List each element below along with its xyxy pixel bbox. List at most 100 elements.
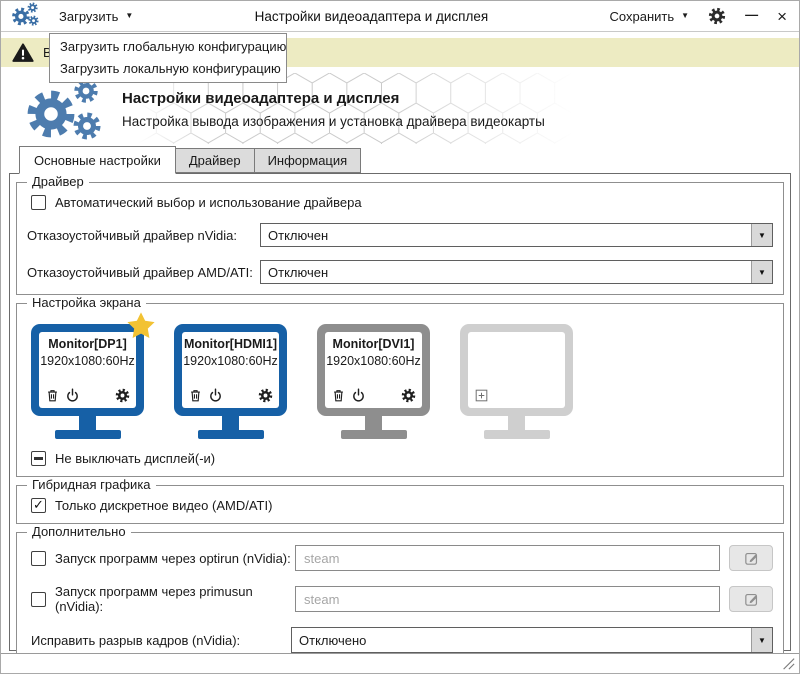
- monitor-stand: [508, 416, 525, 430]
- gears-logo-icon: [25, 78, 107, 142]
- primusun-label: Запуск программ через primusun (nVidia):: [55, 584, 253, 614]
- monitor-screen: Monitor[DP1] 1920x1080:60Hz: [39, 332, 136, 408]
- monitor-frame: Monitor[DP1] 1920x1080:60Hz: [31, 324, 144, 416]
- window-title: Настройки видеоадаптера и дисплея: [254, 8, 489, 24]
- tearing-fix-value: Отключено: [299, 632, 367, 648]
- monitor-mode: 1920x1080:60Hz: [40, 354, 135, 368]
- primary-star-icon: [125, 310, 157, 342]
- discrete-only-row[interactable]: Только дискретное видео (AMD/ATI): [31, 498, 773, 513]
- nvidia-failsafe-select[interactable]: Отключен ▼: [260, 223, 773, 247]
- tearing-fix-label: Исправить разрыв кадров (nVidia):: [31, 632, 241, 648]
- power-monitor-icon[interactable]: [208, 388, 223, 403]
- minimize-button[interactable]: —: [745, 6, 759, 22]
- menu-item-load-local-config[interactable]: Загрузить локальную конфигурацию: [60, 61, 281, 76]
- amd-failsafe-row: Отказоустойчивый драйвер AMD/ATI: Отключ…: [27, 260, 773, 284]
- close-button[interactable]: ×: [777, 6, 787, 26]
- group-driver: Драйвер Автоматический выбор и использов…: [16, 174, 784, 295]
- optirun-label: Запуск программ через optirun (nVidia):: [55, 550, 291, 566]
- monitor-settings-gear-icon[interactable]: [115, 388, 130, 403]
- group-screen-setup: Настройка экрана Monitor[DP1] 1920x1080:…: [16, 295, 784, 477]
- save-menu-label: Сохранить: [609, 8, 675, 24]
- title-bar: Загрузить ▼ Настройки видеоадаптера и ди…: [1, 1, 799, 32]
- primusun-checkbox-row[interactable]: Запуск программ через primusun (nVidia):: [31, 584, 295, 614]
- monitor-mode: 1920x1080:60Hz: [183, 354, 278, 368]
- warning-triangle-icon: [12, 42, 34, 64]
- monitor-name: Monitor[DVI1]: [332, 337, 415, 351]
- monitor-name: Monitor[DP1]: [48, 337, 127, 351]
- delete-monitor-icon[interactable]: [331, 388, 346, 403]
- delete-monitor-icon[interactable]: [188, 388, 203, 403]
- resize-grip-icon[interactable]: [781, 656, 795, 670]
- load-menu-label: Загрузить: [59, 8, 119, 24]
- monitor-frame: [460, 324, 573, 416]
- group-driver-title: Драйвер: [27, 174, 89, 189]
- monitor-dvi1[interactable]: Monitor[DVI1] 1920x1080:60Hz: [317, 324, 430, 439]
- monitor-name: Monitor[HDMI1]: [183, 337, 278, 351]
- monitor-stand: [365, 416, 382, 430]
- hexagon-fade-overlay: [139, 73, 591, 144]
- monitor-dp1[interactable]: Monitor[DP1] 1920x1080:60Hz: [31, 324, 144, 439]
- primusun-command-input[interactable]: [295, 586, 720, 612]
- power-monitor-icon[interactable]: [65, 388, 80, 403]
- app-gears-icon: [11, 2, 43, 30]
- page-header: Настройки видеоадаптера и дисплея Настро…: [1, 73, 799, 146]
- primusun-checkbox[interactable]: [31, 591, 46, 607]
- group-hybrid-title: Гибридная графика: [27, 477, 156, 492]
- discrete-only-label: Только дискретное видео (AMD/ATI): [55, 498, 273, 513]
- page-subtitle: Настройка вывода изображения и установка…: [122, 114, 545, 129]
- monitor-empty-slot[interactable]: [460, 324, 573, 439]
- monitor-actions: [474, 388, 559, 403]
- power-monitor-icon[interactable]: [351, 388, 366, 403]
- primusun-edit-button[interactable]: [729, 586, 773, 612]
- monitor-screen: Monitor[DVI1] 1920x1080:60Hz: [325, 332, 422, 408]
- monitor-stand: [79, 416, 96, 430]
- group-extra-title: Дополнительно: [27, 524, 131, 539]
- menu-item-load-global-config[interactable]: Загрузить глобальную конфигурацию: [60, 39, 287, 54]
- monitor-frame: Monitor[DVI1] 1920x1080:60Hz: [317, 324, 430, 416]
- discrete-only-checkbox[interactable]: [31, 498, 46, 513]
- status-bar: [1, 653, 799, 673]
- auto-driver-checkbox-row[interactable]: Автоматический выбор и использование дра…: [31, 195, 773, 210]
- optirun-row: Запуск программ через optirun (nVidia):: [27, 545, 773, 571]
- amd-failsafe-value: Отключен: [268, 264, 329, 280]
- monitor-screen: [468, 332, 565, 408]
- optirun-edit-button[interactable]: [729, 545, 773, 571]
- nvidia-failsafe-row: Отказоустойчивый драйвер nVidia: Отключе…: [27, 223, 773, 247]
- optirun-command-input[interactable]: [295, 545, 720, 571]
- tearing-fix-row: Исправить разрыв кадров (nVidia): Отключ…: [27, 627, 773, 653]
- optirun-checkbox-row[interactable]: Запуск программ через optirun (nVidia):: [31, 550, 295, 566]
- monitor-hdmi1[interactable]: Monitor[HDMI1] 1920x1080:60Hz: [174, 324, 287, 439]
- chevron-down-icon: ▼: [125, 11, 134, 20]
- monitor-settings-gear-icon[interactable]: [258, 388, 273, 403]
- header-text-block: Настройки видеоадаптера и дисплея Настро…: [122, 90, 545, 129]
- keep-display-on-row[interactable]: Не выключать дисплей(-и): [31, 451, 773, 466]
- amd-failsafe-select[interactable]: Отключен ▼: [260, 260, 773, 284]
- auto-driver-checkbox[interactable]: [31, 195, 46, 210]
- monitor-settings-gear-icon[interactable]: [401, 388, 416, 403]
- dropdown-arrow-icon[interactable]: ▼: [751, 261, 772, 283]
- tearing-fix-select[interactable]: Отключено ▼: [291, 627, 773, 653]
- add-monitor-icon[interactable]: [474, 388, 489, 403]
- monitor-stand: [222, 416, 239, 430]
- delete-monitor-icon[interactable]: [45, 388, 60, 403]
- tab-driver[interactable]: Драйвер: [174, 148, 255, 173]
- group-extra: Дополнительно Запуск программ через opti…: [16, 524, 784, 664]
- primusun-row: Запуск программ через primusun (nVidia):: [27, 584, 773, 614]
- monitor-mode: 1920x1080:60Hz: [326, 354, 421, 368]
- tab-main-settings[interactable]: Основные настройки: [19, 146, 176, 174]
- group-hybrid-graphics: Гибридная графика Только дискретное виде…: [16, 477, 784, 524]
- save-menu-button[interactable]: Сохранить ▼: [610, 9, 690, 24]
- keep-display-on-checkbox[interactable]: [31, 451, 46, 466]
- optirun-checkbox[interactable]: [31, 550, 46, 566]
- monitor-screen: Monitor[HDMI1] 1920x1080:60Hz: [182, 332, 279, 408]
- monitor-base: [483, 430, 550, 439]
- settings-gear-button[interactable]: [708, 7, 726, 25]
- page-title: Настройки видеоадаптера и дисплея: [122, 90, 400, 107]
- tab-information[interactable]: Информация: [253, 148, 362, 173]
- dropdown-arrow-icon[interactable]: ▼: [751, 628, 772, 652]
- load-menu-button[interactable]: Загрузить ▼: [59, 9, 133, 24]
- load-menu-popup: Загрузить глобальную конфигурацию Загруз…: [49, 33, 287, 83]
- dropdown-arrow-icon[interactable]: ▼: [751, 224, 772, 246]
- monitor-list: Monitor[DP1] 1920x1080:60Hz: [27, 324, 773, 439]
